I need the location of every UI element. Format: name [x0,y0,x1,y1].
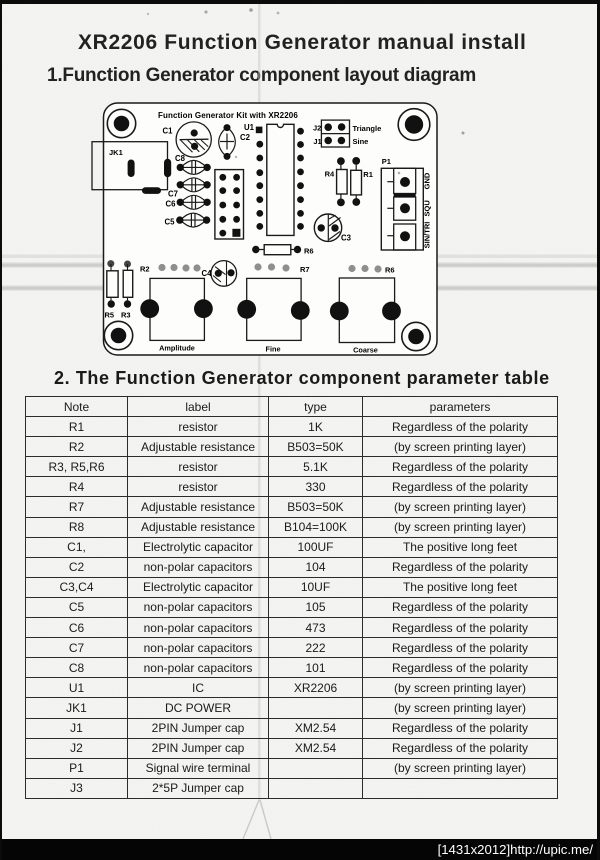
svg-text:GND: GND [423,172,432,189]
svg-text:SIN/TRI: SIN/TRI [423,222,432,249]
svg-text:C1: C1 [163,127,174,136]
svg-text:C5: C5 [165,218,176,227]
svg-text:R1: R1 [363,170,373,179]
svg-text:Amplitude: Amplitude [159,344,195,353]
svg-text:SQU: SQU [423,200,432,216]
svg-text:R6: R6 [385,266,395,275]
svg-text:U1: U1 [244,123,255,132]
svg-text:R4: R4 [325,170,335,179]
svg-text:Function Generator Kit with XR: Function Generator Kit with XR2206 [158,111,298,120]
svg-text:C2: C2 [240,133,251,142]
svg-text:R6: R6 [304,247,314,256]
svg-text:J2: J2 [313,124,321,133]
svg-text:Fine: Fine [266,345,281,354]
svg-text:C3: C3 [341,234,352,243]
svg-text:R3: R3 [121,311,131,320]
svg-text:R2: R2 [140,265,150,274]
svg-text:J1: J1 [313,137,321,146]
svg-text:C8: C8 [175,154,186,163]
svg-text:C7: C7 [168,190,178,199]
svg-text:Coarse: Coarse [353,346,378,355]
svg-text:R5: R5 [105,311,115,320]
svg-text:C4: C4 [202,269,213,278]
svg-text:R7: R7 [300,265,310,274]
svg-text:Triangle: Triangle [353,124,382,133]
svg-text:JK1: JK1 [109,148,123,157]
svg-text:C6: C6 [166,200,177,209]
svg-text:P1: P1 [382,157,391,166]
svg-text:Sine: Sine [353,137,369,146]
